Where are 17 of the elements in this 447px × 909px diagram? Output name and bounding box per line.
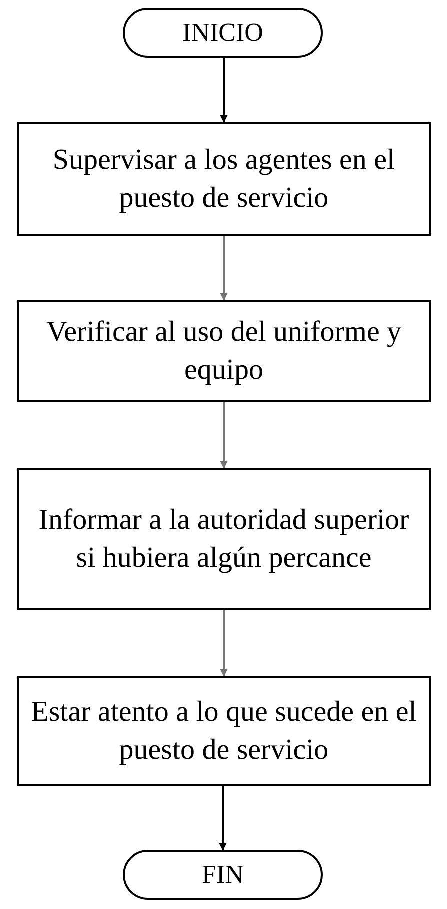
node-text: INICIO xyxy=(182,18,264,48)
process-box xyxy=(17,468,431,610)
arrow xyxy=(220,58,228,123)
arrow xyxy=(219,786,227,851)
node-text: Supervisar a los agentes en el puesto de servicio xyxy=(52,143,396,216)
arrow xyxy=(220,402,228,469)
node-text: Verificar al uso del uniforme y equipo xyxy=(45,315,403,388)
node-text: Informar a la autoridad superior si hubiera algún percance xyxy=(38,503,410,576)
arrow xyxy=(220,236,228,301)
process-box xyxy=(17,676,431,786)
terminal-shape xyxy=(123,850,323,900)
terminal-shape xyxy=(123,8,323,58)
node-text: FIN xyxy=(202,860,244,890)
arrow xyxy=(220,610,228,677)
process-box xyxy=(17,300,431,402)
node-text: Estar atento a lo que sucede en el puesto de servicio xyxy=(30,695,418,768)
process-box xyxy=(17,122,431,236)
